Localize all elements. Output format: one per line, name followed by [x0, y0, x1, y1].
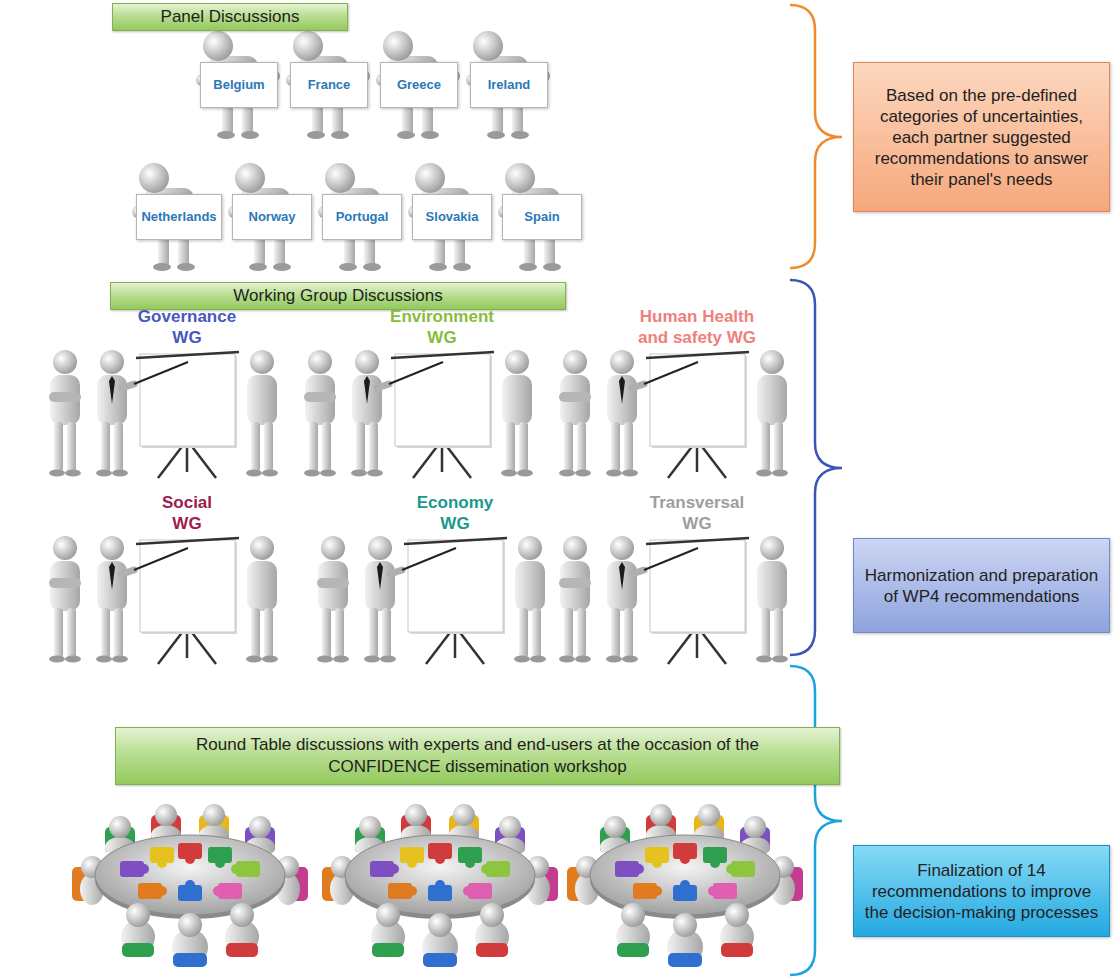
node-label: Spain: [506, 209, 578, 225]
listener-figure: [49, 536, 81, 663]
listener-figure: [317, 536, 349, 663]
listener-figure: [559, 350, 591, 477]
node-label: Economy WG: [407, 492, 503, 534]
person-figure: [501, 350, 533, 477]
node-label: Ireland: [474, 77, 544, 93]
outcome-box: Based on the pre-defined categories of u…: [853, 62, 1110, 212]
country-sign: Ireland: [470, 62, 548, 108]
listener-figure: [559, 536, 591, 663]
pointer-stick: [134, 548, 188, 570]
sign-holder-figure: [376, 31, 460, 139]
section-header-bar: Round Table discussions with experts and…: [115, 727, 840, 785]
curly-bracket: [790, 666, 842, 975]
node-label: Slovakia: [416, 209, 488, 225]
section-header-bar: Working Group Discussions: [110, 282, 566, 310]
pointer-stick: [134, 362, 188, 384]
pointer-stick: [389, 362, 443, 384]
round-table-illustration: [567, 804, 803, 967]
working-group-board: Governance WG: [131, 302, 243, 352]
node-label: France: [294, 77, 364, 93]
sign-holder-figure: [408, 163, 492, 271]
country-sign: Belgium: [200, 62, 278, 108]
flipchart-easel: [646, 538, 749, 664]
presenter-figure: [351, 350, 389, 477]
country-sign: Norway: [232, 194, 312, 240]
presenter-figure: [606, 536, 644, 663]
country-sign: Netherlands: [136, 194, 222, 240]
presenter-figure: [96, 536, 134, 663]
node-label: Greece: [384, 77, 454, 93]
node-label: Environment WG: [383, 306, 501, 348]
person-figure: [246, 350, 278, 477]
sign-holder-figure: [466, 31, 550, 139]
node-label: Portugal: [326, 209, 398, 225]
node-label: Based on the pre-defined categories of u…: [862, 85, 1101, 190]
person-figure: [756, 536, 788, 663]
working-group-board: Human Health and safety WG: [629, 302, 765, 352]
country-sign: France: [290, 62, 368, 108]
flipchart-easel: [136, 538, 239, 664]
presenter-figure: [364, 536, 402, 663]
flipchart-easel: [404, 538, 507, 664]
pointer-stick: [644, 362, 698, 384]
node-label: Norway: [236, 209, 308, 225]
presenter-figure: [96, 350, 134, 477]
node-label: Human Health and safety WG: [629, 306, 765, 348]
flipchart-easel: [391, 352, 494, 478]
node-label: Netherlands: [140, 209, 218, 225]
person-figure: [514, 536, 546, 663]
sign-holder-figure: [286, 31, 370, 139]
country-sign: Portugal: [322, 194, 402, 240]
node-label: Round Table discussions with experts and…: [176, 734, 779, 778]
sign-holder-figure: [228, 163, 312, 271]
curly-bracket: [790, 5, 842, 268]
node-label: Panel Discussions: [121, 6, 339, 28]
pointer-stick: [402, 548, 456, 570]
node-label: Harmonization and preparation of WP4 rec…: [862, 565, 1101, 607]
working-group-board: Environment WG: [383, 302, 501, 352]
node-label: Transversal WG: [638, 492, 756, 534]
node-label: Belgium: [204, 77, 274, 93]
outcome-box: Finalization of 14 recommendations to im…: [853, 845, 1110, 937]
pointer-stick: [644, 548, 698, 570]
presenter-figure: [606, 350, 644, 477]
flipchart-easel: [646, 352, 749, 478]
round-table-illustration: [72, 804, 308, 967]
node-label: Social WG: [151, 492, 223, 534]
sign-holder-figure: [196, 31, 280, 139]
listener-figure: [49, 350, 81, 477]
person-figure: [756, 350, 788, 477]
country-sign: Slovakia: [412, 194, 492, 240]
country-sign: Spain: [502, 194, 582, 240]
working-group-board: Economy WG: [407, 488, 503, 538]
sign-holder-figure: [498, 163, 582, 271]
listener-figure: [304, 350, 336, 477]
node-label: Working Group Discussions: [119, 285, 557, 307]
round-table-illustration: [322, 804, 558, 967]
node-label: Governance WG: [131, 306, 243, 348]
person-figure: [246, 536, 278, 663]
node-label: Finalization of 14 recommendations to im…: [862, 860, 1101, 923]
working-group-board: Social WG: [151, 488, 223, 538]
curly-bracket: [790, 280, 842, 655]
country-sign: Greece: [380, 62, 458, 108]
sign-holder-figure: [318, 163, 402, 271]
section-header-bar: Panel Discussions: [112, 3, 348, 31]
working-group-board: Transversal WG: [638, 488, 756, 538]
flipchart-easel: [136, 352, 239, 478]
outcome-box: Harmonization and preparation of WP4 rec…: [853, 538, 1110, 633]
